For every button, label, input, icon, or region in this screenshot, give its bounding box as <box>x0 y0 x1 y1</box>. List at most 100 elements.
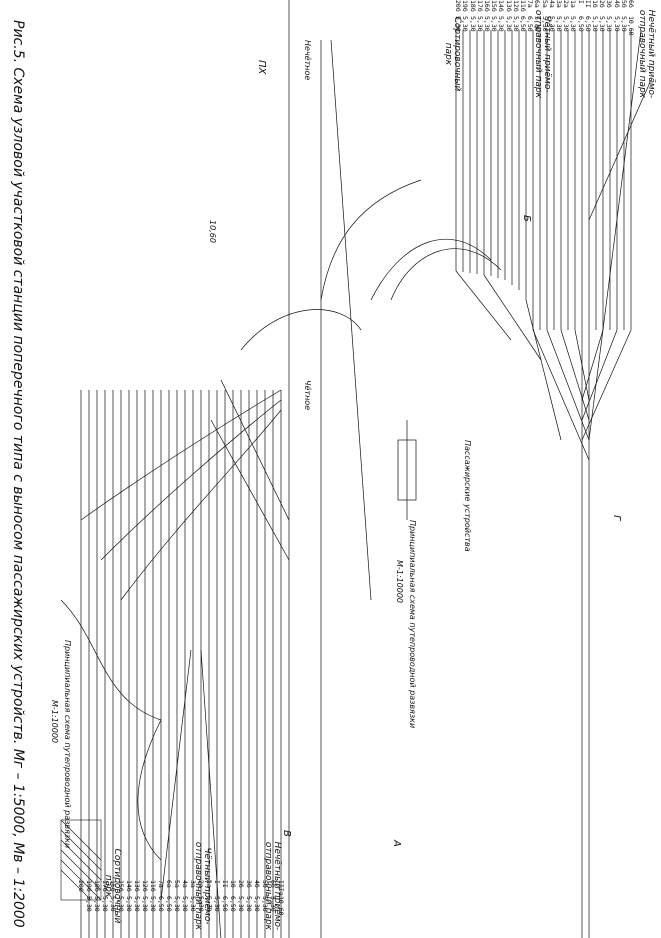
track-bottom-number: 13б <box>133 880 141 892</box>
park-label-left-top: Нечётный приёмо-отправочный парк <box>637 9 656 99</box>
track-bottom-number: 1а <box>205 880 213 888</box>
track-bottom-length: 5,30 <box>141 896 149 912</box>
track-top-length: 5,30 <box>490 16 499 32</box>
track-top-number: 13б <box>504 0 513 12</box>
track-top-length: 5,30 <box>468 16 477 32</box>
track-top-number: 4а <box>547 0 556 8</box>
track-top-length: 5,30 <box>511 16 520 32</box>
track-bottom-number: 5а <box>173 880 181 888</box>
even-label: Чётное <box>303 380 312 411</box>
track-top-number: 19б <box>461 0 470 12</box>
track-bottom-number: 12б <box>141 880 149 892</box>
track-top-length: 5,30 <box>598 16 607 32</box>
track-top-number: 4б <box>612 0 621 8</box>
track-bottom-number: 15б <box>117 880 125 892</box>
track-bottom-number: II <box>221 880 229 888</box>
track-top-length: 5,30 <box>454 16 463 32</box>
scale-label-right: М-1:10000 <box>50 700 59 744</box>
track-bottom-length: 5,30 <box>101 896 109 912</box>
track-bottom-number: 17б <box>101 880 109 892</box>
track-top-length: 6,50 <box>583 16 592 32</box>
track-bottom-length: 5,30 <box>237 896 245 912</box>
upper-left-tracks <box>455 30 632 938</box>
track-top-length: 5,30 <box>475 16 484 32</box>
track-bottom-length: 5,30 <box>269 896 277 912</box>
track-top-number: 1б <box>591 0 599 8</box>
track-top-length: 10,60 <box>627 16 635 36</box>
track-bottom-length: 6,50 <box>165 896 173 912</box>
track-bottom-length: 5,30 <box>181 896 189 912</box>
overpass-label-left: Принципиальная схема путепроводной развя… <box>408 520 417 729</box>
track-bottom-length: 5,30 <box>213 896 221 912</box>
track-bottom-number: 11б <box>149 880 157 892</box>
track-bottom-length: 10,60 <box>277 896 285 916</box>
track-bottom-number: 3а <box>189 880 197 888</box>
track-top-number: 1а <box>569 0 578 8</box>
track-top-number: 17б <box>475 0 484 12</box>
odd-label: Нечётное <box>303 40 312 81</box>
track-top-number: 3б <box>605 0 614 8</box>
track-top-number: 5б <box>619 0 628 8</box>
track-top-length: 5,30 <box>504 16 513 32</box>
track-bottom-number: 4б <box>253 880 261 888</box>
track-top-length: 6,50 <box>576 16 585 32</box>
track-top-number: 14б <box>497 0 506 12</box>
track-bottom-length: 5,30 <box>205 896 213 912</box>
track-bottom-length: 5,30 <box>109 896 117 912</box>
track-top-number: 6а <box>533 0 542 8</box>
track-top-length: 5,30 <box>533 16 542 32</box>
point-PKh-label: ПХ <box>256 60 267 75</box>
track-top-number: 6б <box>627 0 635 8</box>
track-bottom-length: 5,30 <box>197 896 205 912</box>
track-bottom-length: 5,30 <box>85 896 93 912</box>
length-label: 10,60 <box>208 220 217 243</box>
track-bottom-length: 5,30 <box>245 896 253 912</box>
track-top-number: 18б <box>468 0 477 12</box>
track-bottom-number: 1б <box>229 880 237 888</box>
track-bottom-length: 5,30 <box>189 896 197 912</box>
track-bottom-number: 3б <box>245 880 253 888</box>
track-bottom-number: IIIа <box>277 880 285 896</box>
track-top-number: 20б <box>454 0 463 12</box>
track-top-length: 5,30 <box>555 16 563 32</box>
track-top-length: 5,30 <box>612 16 621 32</box>
track-top-number: 11б <box>519 0 527 12</box>
track-bottom-length: 5,30 <box>93 896 101 912</box>
point-G-label: Г <box>611 515 622 521</box>
track-top-number: 15б <box>490 0 499 12</box>
passenger-label: Пассажирские устройства <box>463 440 472 552</box>
track-top-number: 7а <box>526 0 535 8</box>
track-top-number: II <box>583 0 592 8</box>
track-bottom-number: 6а <box>165 880 173 888</box>
point-B2-label: Б <box>521 215 532 222</box>
track-bottom-length: 5,30 <box>173 896 181 912</box>
track-top-number: 5а <box>540 0 549 8</box>
track-bottom-length: 5,30 <box>133 896 141 912</box>
track-bottom-number: 4а <box>181 880 189 888</box>
track-top-number: 12б <box>511 0 520 12</box>
track-bottom-length: 5,30 <box>261 896 269 912</box>
track-top-number: I <box>576 0 585 4</box>
track-top-length: 5,30 <box>605 16 614 32</box>
track-top-length: 5,30 <box>547 16 556 32</box>
point-A-label: А <box>391 840 402 847</box>
track-top-length: 5,30 <box>619 16 628 32</box>
track-bottom-number: 5б <box>261 880 269 888</box>
scale-label-left: М-1:10000 <box>395 560 404 604</box>
track-bottom-number: 2б <box>237 880 245 888</box>
track-bottom-length: 5,30 <box>149 896 157 912</box>
overpass-label-right: Принципиальная схема путепроводной развя… <box>63 640 72 849</box>
track-bottom-number: 2а <box>197 880 205 888</box>
track-bottom-length: 5,30 <box>253 896 261 912</box>
track-bottom-length: 5,30 <box>117 896 125 912</box>
track-top-length: 5,30 <box>591 16 599 32</box>
track-top-length: 5,30 <box>540 16 549 32</box>
track-bottom-number: 19б <box>85 880 93 892</box>
track-top-number: 16б <box>483 0 491 12</box>
track-bottom-length: 6,50 <box>157 896 165 912</box>
track-bottom-number: 7а <box>157 880 165 888</box>
track-top-length: 5,30 <box>461 16 470 32</box>
